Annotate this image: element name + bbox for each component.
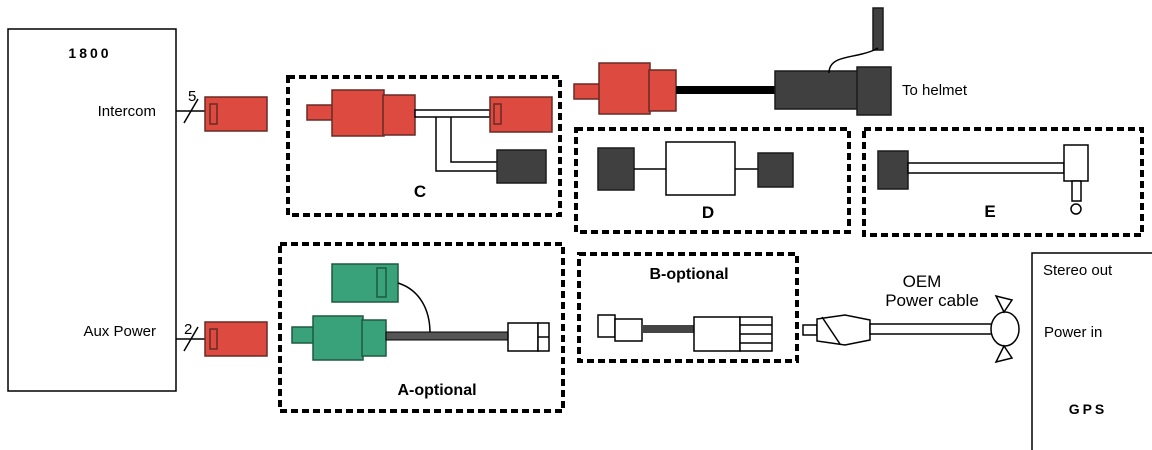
kit-d: D <box>574 127 851 234</box>
aux-wire-count: 2 <box>184 321 192 338</box>
kit-a-green-jack <box>331 263 399 303</box>
intercom-lead: 5 <box>176 88 268 132</box>
gps-power-in-label: Power in <box>1044 324 1102 341</box>
aux-power-port-label: Aux Power <box>83 323 156 340</box>
kit-e-border <box>862 127 1144 237</box>
kit-b-label: B-optional <box>649 266 728 283</box>
kit-c-border <box>286 75 562 217</box>
aux-power-lead: 2 <box>176 321 268 357</box>
intercom-port-label: Intercom <box>98 103 156 120</box>
to-helmet-label: To helmet <box>902 82 968 99</box>
kit-c-label: C <box>414 182 426 201</box>
gps-title: GPS <box>1069 401 1108 417</box>
gps-unit: Stereo out Power in GPS <box>1031 252 1152 450</box>
unit-1800-box <box>7 28 177 392</box>
kit-c: C <box>286 75 562 217</box>
unit-1800-title: 1800 <box>68 45 111 61</box>
helmet-cable: To helmet <box>573 7 968 116</box>
kit-b-border <box>577 252 799 363</box>
gps-stereo-out-label: Stereo out <box>1043 262 1113 279</box>
kit-d-border <box>574 127 851 234</box>
kit-a: A-optional <box>278 242 565 413</box>
kit-d-label: D <box>702 203 714 222</box>
intercom-wire-count: 5 <box>188 88 196 105</box>
kit-b: B-optional <box>577 252 799 363</box>
kit-e: E <box>862 127 1144 237</box>
kit-a-green-plug <box>312 315 364 361</box>
oem-label-line1: OEM <box>903 272 942 291</box>
kit-a-label: A-optional <box>397 382 476 399</box>
oem-power-cable: OEM Power cable <box>802 272 1020 364</box>
oem-label-line2: Power cable <box>885 291 979 310</box>
kit-e-label: E <box>984 202 995 221</box>
unit-1800: 1800 Intercom Aux Power <box>7 28 177 392</box>
kit-c-dark-connector <box>496 149 547 184</box>
kit-a-border <box>278 242 565 413</box>
